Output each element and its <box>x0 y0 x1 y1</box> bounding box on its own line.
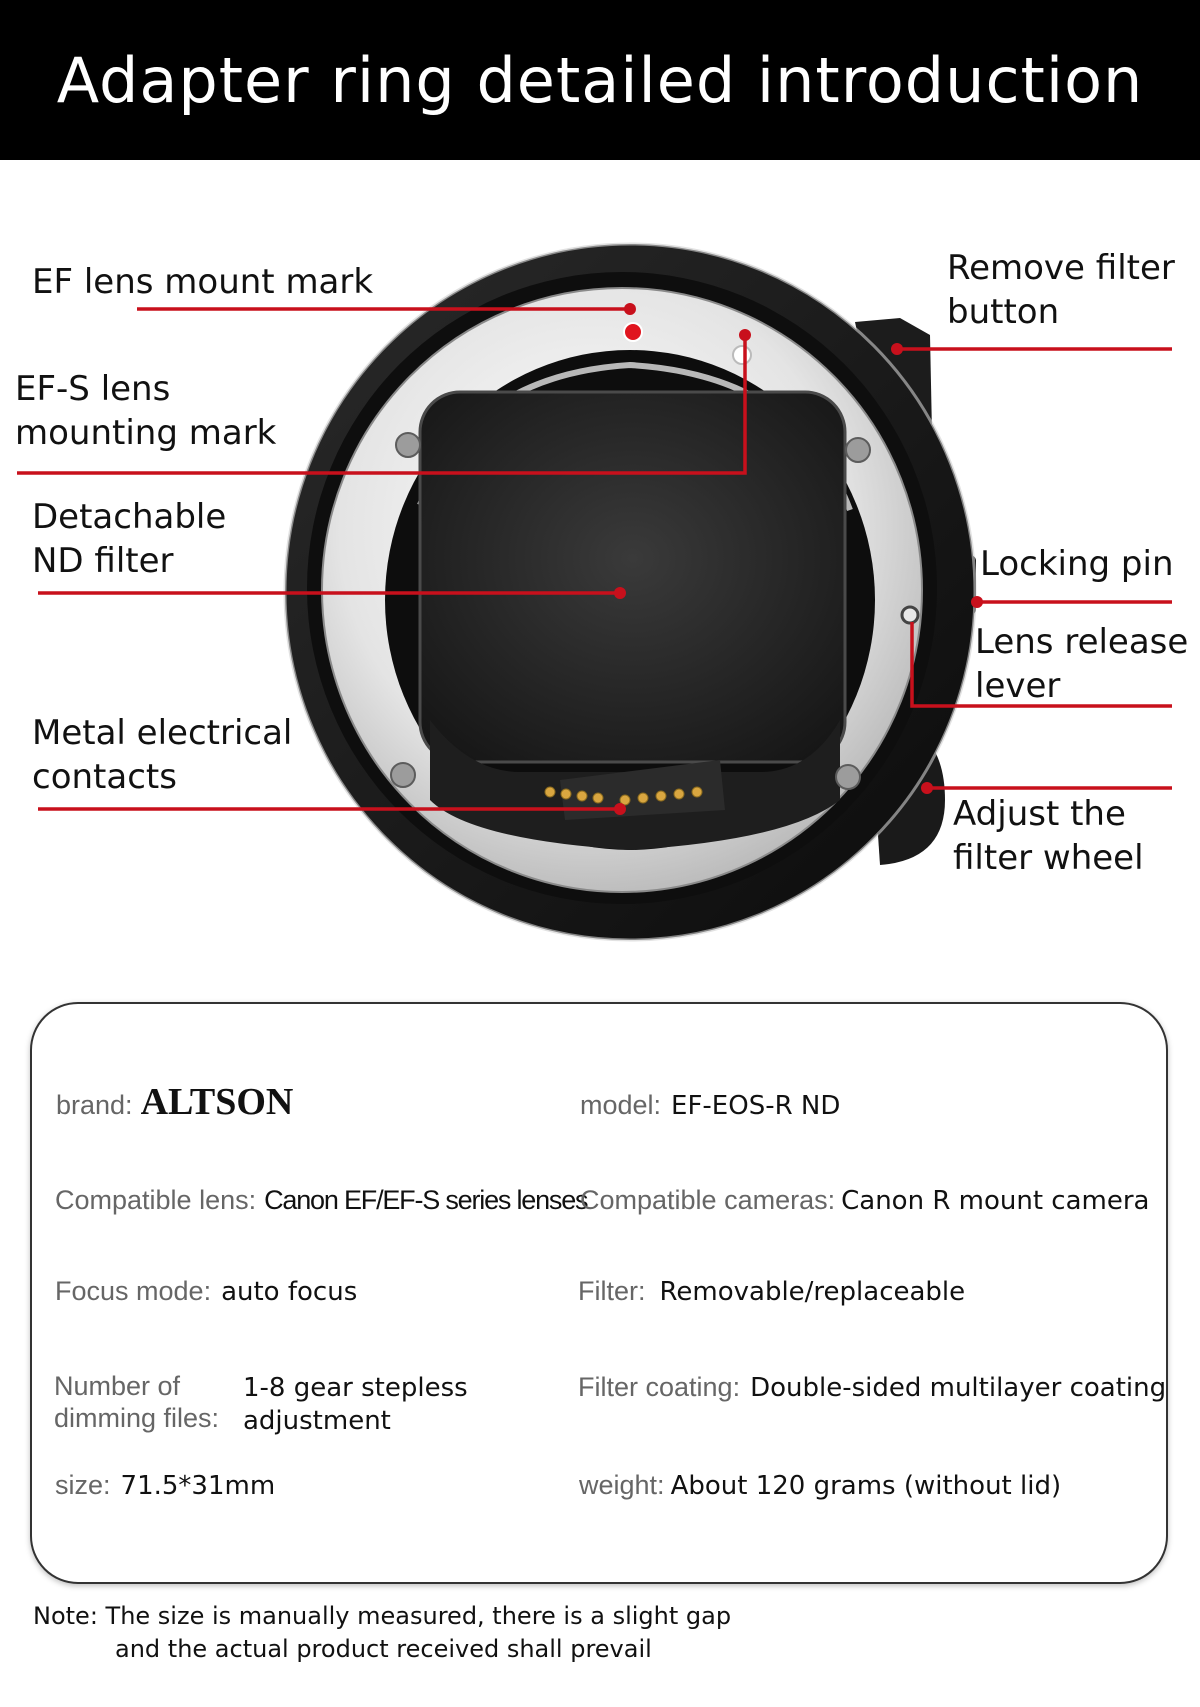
spec-size-label: size: <box>55 1470 111 1500</box>
spec-filter-coating: Filter coating: Double-sided multilayer … <box>578 1372 1166 1403</box>
locking-pin-dot <box>900 605 920 625</box>
callout-endpoints <box>614 303 983 815</box>
callout-locking-pin: Locking pin <box>980 544 1174 584</box>
ef-mount-mark-dot <box>623 322 643 342</box>
spec-compatible-lens: Compatible lens: Canon EF/EF-S series le… <box>55 1185 589 1216</box>
nd-filter-glass <box>420 392 845 762</box>
spec-dimming-files-value: 1-8 gear stepless adjustment <box>243 1373 468 1436</box>
spec-model: model: EF-EOS-R ND <box>580 1090 840 1121</box>
spec-compatible-cameras-label: Compatible cameras: <box>580 1185 836 1215</box>
header-banner: Adapter ring detailed introduction <box>0 0 1200 160</box>
callout-ef-lens-mount-mark: EF lens mount mark <box>32 262 374 302</box>
spec-compatible-cameras-value: Canon R mount camera <box>841 1186 1150 1216</box>
callout-lines <box>17 307 1172 811</box>
spec-brand-value: ALTSON <box>140 1081 294 1123</box>
spec-model-value: EF-EOS-R ND <box>671 1091 841 1121</box>
note-line-2: and the actual product received shall pr… <box>115 1635 652 1663</box>
spec-filter-label: Filter: <box>578 1276 646 1306</box>
spec-size-value: 71.5*31mm <box>120 1471 276 1501</box>
spec-filter: Filter: Removable/replaceable <box>578 1276 965 1307</box>
spec-brand-label: brand: <box>56 1090 133 1120</box>
spec-compatible-cameras: Compatible cameras: Canon R mount camera <box>580 1185 1149 1216</box>
spec-weight: weight: About 120 grams (without lid) <box>579 1470 1061 1501</box>
spec-filter-coating-label: Filter coating: <box>578 1372 741 1402</box>
callout-detachable-nd-filter: Detachable ND filter <box>32 497 227 581</box>
adapter-ring-illustration <box>17 242 1172 942</box>
spec-compatible-lens-label: Compatible lens: <box>55 1185 257 1215</box>
adapter-diagram: EF lens mount mark EF-S lens mounting ma… <box>0 160 1200 980</box>
note-line-1: Note: The size is manually measured, the… <box>33 1602 732 1630</box>
spec-panel <box>30 1002 1168 1584</box>
electrical-contact-pins <box>544 786 703 806</box>
callout-adjust-filter-wheel: Adjust the filter wheel <box>953 794 1144 878</box>
measurement-note: Note: The size is manually measured, the… <box>33 1600 731 1666</box>
spec-dimming-files-label: Number of dimming files: <box>54 1371 220 1433</box>
callout-efs-lens-mounting-mark: EF-S lens mounting mark <box>15 369 277 453</box>
spec-focus-mode: Focus mode: auto focus <box>55 1276 357 1307</box>
spec-size: size: 71.5*31mm <box>55 1470 275 1501</box>
spec-filter-coating-value: Double-sided multilayer coating <box>750 1373 1167 1403</box>
spec-focus-mode-label: Focus mode: <box>55 1276 212 1306</box>
mount-screws <box>390 432 871 790</box>
spec-weight-value: About 120 grams (without lid) <box>670 1471 1062 1501</box>
efs-mount-mark-dot <box>732 345 752 365</box>
spec-weight-label: weight: <box>579 1470 665 1500</box>
spec-brand: brand: ALTSON <box>56 1080 293 1124</box>
callout-lens-release-lever: Lens release lever <box>975 622 1189 706</box>
callout-remove-filter-button: Remove filter button <box>947 248 1175 332</box>
spec-filter-value: Removable/replaceable <box>659 1277 966 1307</box>
spec-compatible-lens-value: Canon EF/EF-S series lenses <box>264 1185 588 1215</box>
page-title: Adapter ring detailed introduction <box>56 43 1144 117</box>
spec-focus-mode-value: auto focus <box>221 1277 358 1307</box>
callout-metal-electrical-contacts: Metal electrical contacts <box>32 713 293 797</box>
spec-model-label: model: <box>580 1090 662 1120</box>
